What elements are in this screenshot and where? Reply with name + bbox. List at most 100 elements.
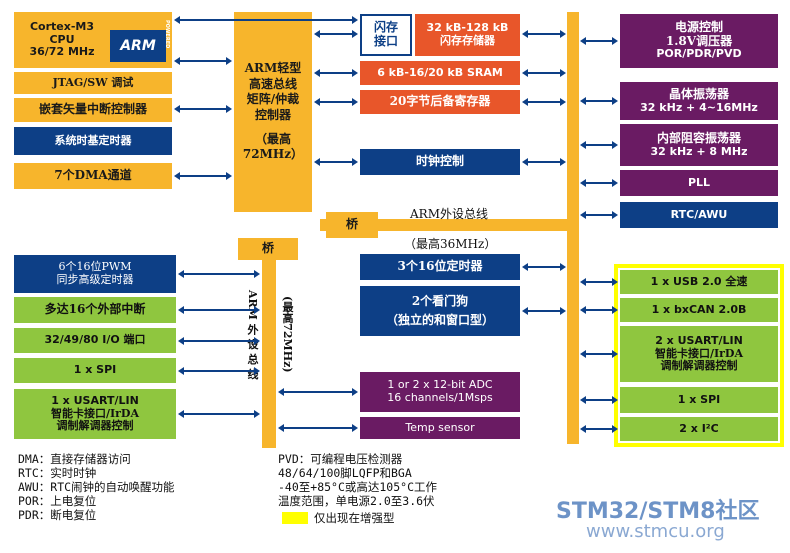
pll-label: PLL bbox=[687, 175, 711, 189]
power-control-box: 电源控制 1.8V调压器 POR/PDR/PVD bbox=[620, 14, 778, 68]
arrow-ahb-adc bbox=[278, 388, 358, 396]
arrow-apb-rtc bbox=[580, 211, 618, 219]
usb-label: 1 x USB 2.0 全速 bbox=[650, 274, 748, 288]
apb-horizontal-bus bbox=[320, 219, 579, 231]
xtal-line1: 晶体振荡器 bbox=[668, 86, 729, 101]
arm-logo-text: ARM bbox=[120, 37, 156, 54]
cpu-frequency: 36/72 MHz bbox=[29, 45, 95, 59]
sram-label: 6 kB-16/20 kB SRAM bbox=[377, 65, 503, 79]
arrow-apb-can bbox=[580, 306, 618, 314]
jtag-label: JTAG/SW 调试 bbox=[52, 75, 134, 89]
arrow-pwm-ahb bbox=[178, 270, 260, 278]
legend-left: DMA：直接存储器访问 RTC：实时时钟 AWU：RTC闹钟的自动唤醒功能 PO… bbox=[18, 452, 175, 522]
usart-right-box: 2 x USART/LIN 智能卡接口/IrDA 调制解调器控制 bbox=[620, 326, 778, 382]
cpu-subtitle: CPU bbox=[49, 32, 75, 46]
matrix-line3: 矩阵/仲裁 bbox=[246, 92, 300, 107]
rc-oscillator-box: 内部阻容振荡器 32 kHz + 8 MHz bbox=[620, 124, 778, 166]
exti-label: 多达16个外部中断 bbox=[44, 302, 146, 317]
arrow-io-ahb bbox=[178, 337, 260, 345]
bridge-ahb: 桥 bbox=[238, 238, 298, 260]
arrow-clock-apb bbox=[522, 158, 566, 166]
watchdog-line1: 2个看门狗 bbox=[411, 293, 469, 308]
can-label: 1 x bxCAN 2.0B bbox=[651, 302, 747, 316]
arrow-apb-pll bbox=[580, 179, 618, 187]
arrow-backup-apb bbox=[522, 98, 566, 106]
matrix-line4: 控制器 bbox=[254, 108, 291, 122]
spi-left-box: 1 x SPI bbox=[14, 358, 176, 383]
bridge-apb: 桥 bbox=[326, 212, 378, 238]
crystal-oscillator-box: 晶体振荡器 32 kHz + 4~16MHz bbox=[620, 82, 778, 120]
jtag-box: JTAG/SW 调试 bbox=[14, 72, 172, 94]
backup-registers-box: 20字节后备寄存器 bbox=[360, 90, 520, 114]
arm-logo: ARM POWERED bbox=[110, 20, 170, 62]
ahb-bus-freq: (最高72MHz) bbox=[281, 296, 294, 373]
nvic-label: 嵌套矢量中断控制器 bbox=[38, 102, 147, 117]
arrow-matrix-backup bbox=[314, 98, 358, 106]
usart-left-box: 1 x USART/LIN 智能卡接口/IrDA 调制解调器控制 bbox=[14, 389, 176, 439]
timers-label: 3个16位定时器 bbox=[397, 259, 483, 274]
ahb-vertical-bus bbox=[262, 238, 276, 448]
watermark-url: www.stmcu.org bbox=[586, 521, 725, 542]
bus-matrix-box: ARM轻型 高速总线 矩阵/仲裁 控制器 （最高 72MHz） bbox=[234, 12, 312, 212]
temp-sensor-box: Temp sensor bbox=[360, 417, 520, 439]
usb-box: 1 x USB 2.0 全速 bbox=[620, 270, 778, 294]
arrow-sram-apb bbox=[522, 69, 566, 77]
usart-left-line1: 1 x USART/LIN bbox=[51, 394, 139, 408]
exti-box: 多达16个外部中断 bbox=[14, 297, 176, 323]
usart-left-line2: 智能卡接口/IrDA bbox=[50, 406, 140, 420]
systick-label: 系统时基定时器 bbox=[54, 133, 132, 147]
arrow-flash-apb bbox=[522, 30, 566, 38]
timers-box: 3个16位定时器 bbox=[360, 254, 520, 280]
arrow-wdg-apb bbox=[522, 307, 566, 315]
flash-memory-label: 闪存存储器 bbox=[440, 34, 495, 47]
legend-package: 48/64/100脚LQFP和BGA bbox=[278, 466, 412, 480]
dma-label: 7个DMA通道 bbox=[54, 168, 132, 183]
legend-voltage: 温度范围，单电源2.0至3.6伏 bbox=[278, 494, 435, 508]
rc-line1: 内部阻容振荡器 bbox=[656, 130, 741, 145]
temp-sensor-label: Temp sensor bbox=[405, 420, 475, 434]
i2c-box: 2 x I²C bbox=[620, 417, 778, 441]
flash-interface-label: 闪存接口 bbox=[373, 20, 398, 48]
legend-enhanced-swatch bbox=[282, 512, 308, 524]
arrow-apb-rc bbox=[580, 141, 618, 149]
flash-interface-box: 闪存接口 bbox=[360, 14, 412, 56]
pwm-line1: 6个16位PWM bbox=[58, 260, 132, 274]
watermark-brand: STM32/STM8社区 bbox=[556, 499, 760, 524]
watchdog-box: 2个看门狗 （独立的和窗口型） bbox=[360, 286, 520, 336]
arrow-matrix-sram bbox=[314, 69, 358, 77]
rtc-awu-box: RTC/AWU bbox=[620, 202, 778, 228]
usart-left-line3: 调制解调器控制 bbox=[56, 419, 134, 433]
legend-rtc: RTC：实时时钟 bbox=[18, 466, 97, 480]
matrix-line2: 高速总线 bbox=[248, 76, 297, 91]
can-box: 1 x bxCAN 2.0B bbox=[620, 298, 778, 322]
flash-memory-box: 32 kB-128 kB 闪存存储器 bbox=[415, 14, 520, 56]
xtal-line2: 32 kHz + 4~16MHz bbox=[640, 100, 758, 114]
arm-logo-powered: POWERED bbox=[164, 20, 170, 49]
flash-size: 32 kB-128 kB bbox=[426, 21, 509, 35]
matrix-line6: 72MHz） bbox=[242, 147, 304, 162]
usart-right-line3: 调制解调器控制 bbox=[660, 359, 738, 373]
legend-pdr: PDR：断电复位 bbox=[18, 508, 97, 522]
arrow-apb-power bbox=[580, 37, 618, 45]
dma-box: 7个DMA通道 bbox=[14, 163, 172, 189]
sram-box: 6 kB-16/20 kB SRAM bbox=[360, 61, 520, 85]
pwm-line2: 同步高级定时器 bbox=[56, 273, 134, 286]
adc-line1: 1 or 2 x 12-bit ADC bbox=[387, 378, 493, 392]
arrow-ahb-temp bbox=[278, 424, 358, 432]
cpu-title: Cortex-M3 bbox=[29, 20, 95, 34]
pwm-timer-box: 6个16位PWM 同步高级定时器 bbox=[14, 255, 176, 293]
bridge-ahb-label: 桥 bbox=[261, 241, 274, 256]
bridge-apb-label: 桥 bbox=[345, 217, 358, 232]
arrow-usart-ahb bbox=[178, 410, 260, 418]
arrow-apb-usart bbox=[580, 350, 618, 358]
legend-pvd: PVD：可编程电压检测器 bbox=[278, 452, 403, 466]
watchdog-line2: （独立的和窗口型） bbox=[385, 313, 494, 327]
power-line1: 电源控制 bbox=[674, 19, 723, 34]
pll-box: PLL bbox=[620, 170, 778, 196]
arrow-cpu-flash bbox=[174, 16, 358, 24]
legend-por: POR：上电复位 bbox=[18, 494, 97, 508]
legend-right: PVD：可编程电压检测器 48/64/100脚LQFP和BGA -40至+85°… bbox=[278, 452, 437, 508]
cpu-block: Cortex-M3 CPU 36/72 MHz ARM POWERED bbox=[14, 12, 172, 68]
io-ports-box: 32/49/80 I/O 端口 bbox=[14, 328, 176, 353]
arrow-matrix-flash bbox=[314, 30, 358, 38]
